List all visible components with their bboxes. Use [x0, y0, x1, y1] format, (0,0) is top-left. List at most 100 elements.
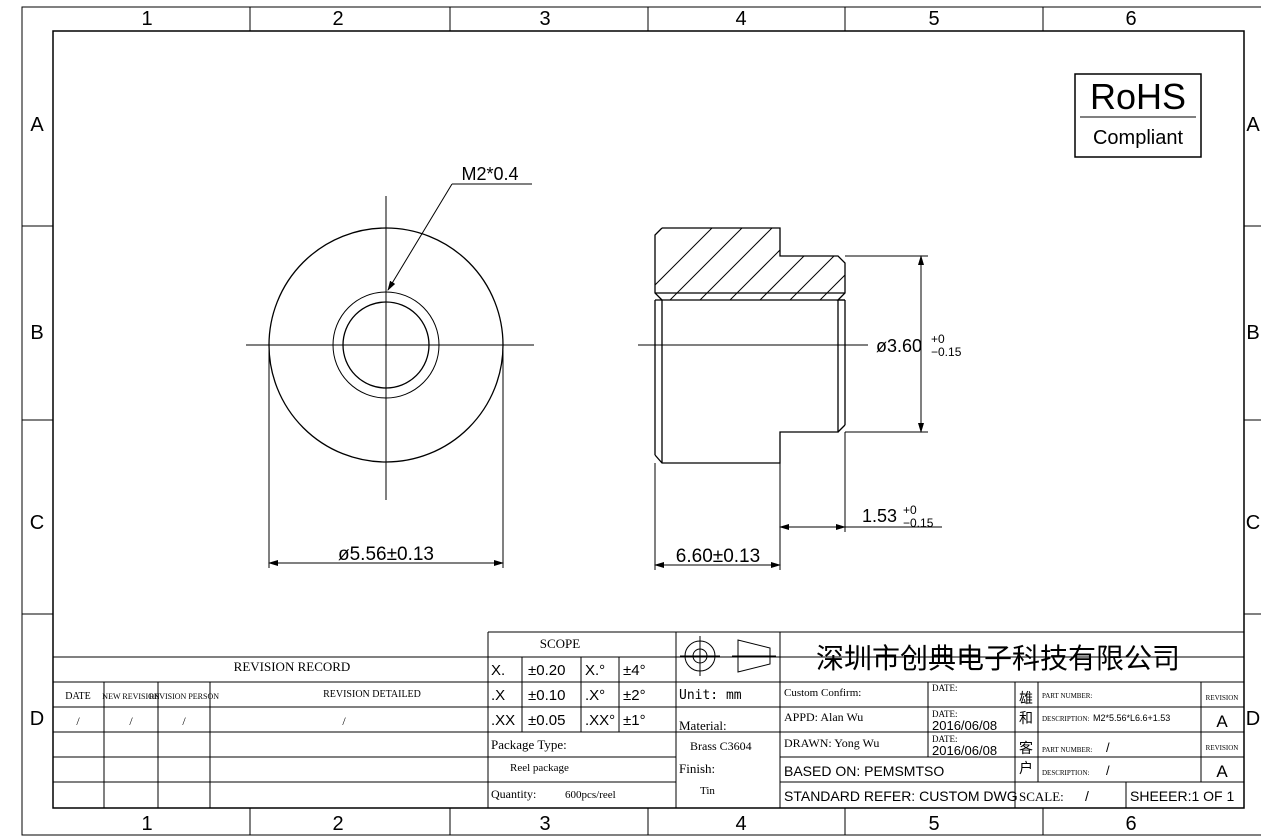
revision-cell-date: / [76, 714, 80, 728]
rohs-badge: RoHS Compliant [1074, 73, 1202, 158]
material-value: Brass C3604 [690, 739, 752, 753]
outer-frame [21, 6, 1261, 836]
col-label-top-1: 1 [141, 8, 152, 30]
scope-r1-c1: X. [491, 662, 505, 679]
scope-r3-c3: .XX° [585, 712, 615, 729]
front-view [246, 183, 534, 568]
part-number-value-2: / [1106, 740, 1110, 755]
custom-confirm-label: Custom Confirm: [784, 687, 861, 699]
standard-refer: STANDARD REFER: CUSTOM DWG [784, 788, 1018, 804]
side-char-bottom-2: 户 [1019, 760, 1033, 776]
col-label-top-5: 5 [928, 8, 939, 30]
scope-r3-c1: .XX [491, 712, 515, 729]
description-value: M2*5.56*L6.6+1.53 [1093, 713, 1170, 723]
side-char-top-1: 雄 [1019, 690, 1033, 706]
revision-value: A [1216, 712, 1228, 731]
package-type-value: Reel package [510, 762, 569, 774]
revision-cell-detailed: / [342, 714, 346, 728]
revision-cell-person: / [182, 714, 186, 728]
revision-label-2: REVISION [1206, 744, 1239, 752]
scope-r2-c2: ±0.10 [528, 687, 565, 704]
side-char-top-2: 和 [1019, 710, 1033, 726]
sheet-count: SHEEER:1 OF 1 [1130, 788, 1234, 804]
outer-diameter-dimension: ø5.56±0.13 [338, 544, 434, 565]
part-number-label: PART NUMBER: [1042, 692, 1092, 700]
revision-label: REVISION [1206, 694, 1239, 702]
col-label-bottom-4: 4 [735, 813, 746, 835]
scope-r2-c3: .X° [585, 687, 605, 704]
revision-header-date: DATE [65, 691, 91, 702]
scale-value: / [1085, 788, 1089, 804]
quantity-label: Quantity: [491, 787, 536, 801]
scope-title: SCOPE [540, 636, 581, 651]
material-label: Material: [679, 718, 727, 733]
head-length-dimension: 1.53 +0 −0.15 [862, 503, 934, 530]
row-label-left-c: C [30, 512, 44, 534]
revision-cell-new: / [129, 714, 133, 728]
appd-date: 2016/06/08 [932, 718, 997, 733]
thread-callout: M2*0.4 [461, 164, 518, 184]
col-label-bottom-5: 5 [928, 813, 939, 835]
revision-header-person: REVISION PERSON [149, 692, 219, 701]
based-on: BASED ON: PEMSMTSO [784, 763, 944, 779]
revision-header-detailed: REVISION DETAILED [323, 689, 421, 700]
part-number-label-2: PART NUMBER: [1042, 746, 1092, 754]
finish-label: Finish: [679, 761, 715, 776]
title-block-grid [53, 631, 1244, 808]
col-label-bottom-3: 3 [539, 813, 550, 835]
row-label-right-a: A [1246, 114, 1260, 136]
scope-r3-c4: ±1° [623, 712, 646, 729]
scale-label: SCALE: [1019, 789, 1064, 804]
description-label: DESCRIPTION: [1042, 715, 1090, 723]
row-label-right-c: C [1246, 512, 1260, 534]
custom-confirm-date-label: DATE: [932, 683, 958, 693]
unit-text: Unit: mm [679, 688, 742, 703]
head-length-tol-lower: −0.15 [903, 516, 934, 530]
length-dimension: 6.60±0.13 [676, 546, 760, 567]
scope-r1-c3: X.° [585, 662, 605, 679]
scope-r1-c2: ±0.20 [528, 662, 565, 679]
drawn-label: DRAWN: Yong Wu [784, 736, 879, 750]
package-type-label: Package Type: [491, 737, 567, 752]
step-diameter-tol-lower: −0.15 [931, 345, 962, 359]
description-label-2: DESCRIPTION: [1042, 769, 1090, 777]
head-length-base: 1.53 [862, 506, 897, 526]
appd-date-label: DATE: [932, 709, 958, 719]
row-label-right-b: B [1246, 322, 1259, 344]
col-label-top-2: 2 [332, 8, 343, 30]
projection-symbol-icon [680, 636, 776, 676]
scope-r1-c4: ±4° [623, 662, 646, 679]
row-label-left-b: B [30, 322, 43, 344]
col-label-top-4: 4 [735, 8, 746, 30]
drawn-date-label: DATE: [932, 734, 958, 744]
row-label-left-d: D [30, 708, 44, 730]
drawn-date: 2016/06/08 [932, 743, 997, 758]
step-diameter-base: ø3.60 [876, 336, 922, 356]
company-name: 深圳市创典电子科技有限公司 [816, 643, 1180, 674]
col-label-top-6: 6 [1125, 8, 1136, 30]
scope-r2-c1: .X [491, 687, 505, 704]
step-diameter-dimension: ø3.60 +0 −0.15 [876, 332, 962, 359]
revision-value-2: A [1216, 762, 1228, 781]
scope-r3-c2: ±0.05 [528, 712, 565, 729]
row-label-left-a: A [30, 114, 44, 136]
side-char-bottom-1: 客 [1019, 740, 1033, 756]
revision-record-title: REVISION RECORD [234, 659, 351, 674]
quantity-value: 600pcs/reel [565, 789, 616, 801]
head-length-tol-upper: +0 [903, 503, 917, 517]
appd-label: APPD: Alan Wu [784, 710, 863, 724]
scope-r2-c4: ±2° [623, 687, 646, 704]
description-value-2: / [1106, 763, 1110, 778]
col-label-bottom-2: 2 [332, 813, 343, 835]
side-view [638, 227, 942, 570]
revision-header-new: NEW REVISION [102, 692, 160, 701]
col-label-bottom-6: 6 [1125, 813, 1136, 835]
rohs-subtitle: Compliant [1093, 127, 1183, 149]
col-label-bottom-1: 1 [141, 813, 152, 835]
col-label-top-3: 3 [539, 8, 550, 30]
row-label-right-d: D [1246, 708, 1260, 730]
rohs-title: RoHS [1090, 76, 1186, 117]
finish-value: Tin [700, 785, 715, 797]
step-diameter-tol-upper: +0 [931, 332, 945, 346]
